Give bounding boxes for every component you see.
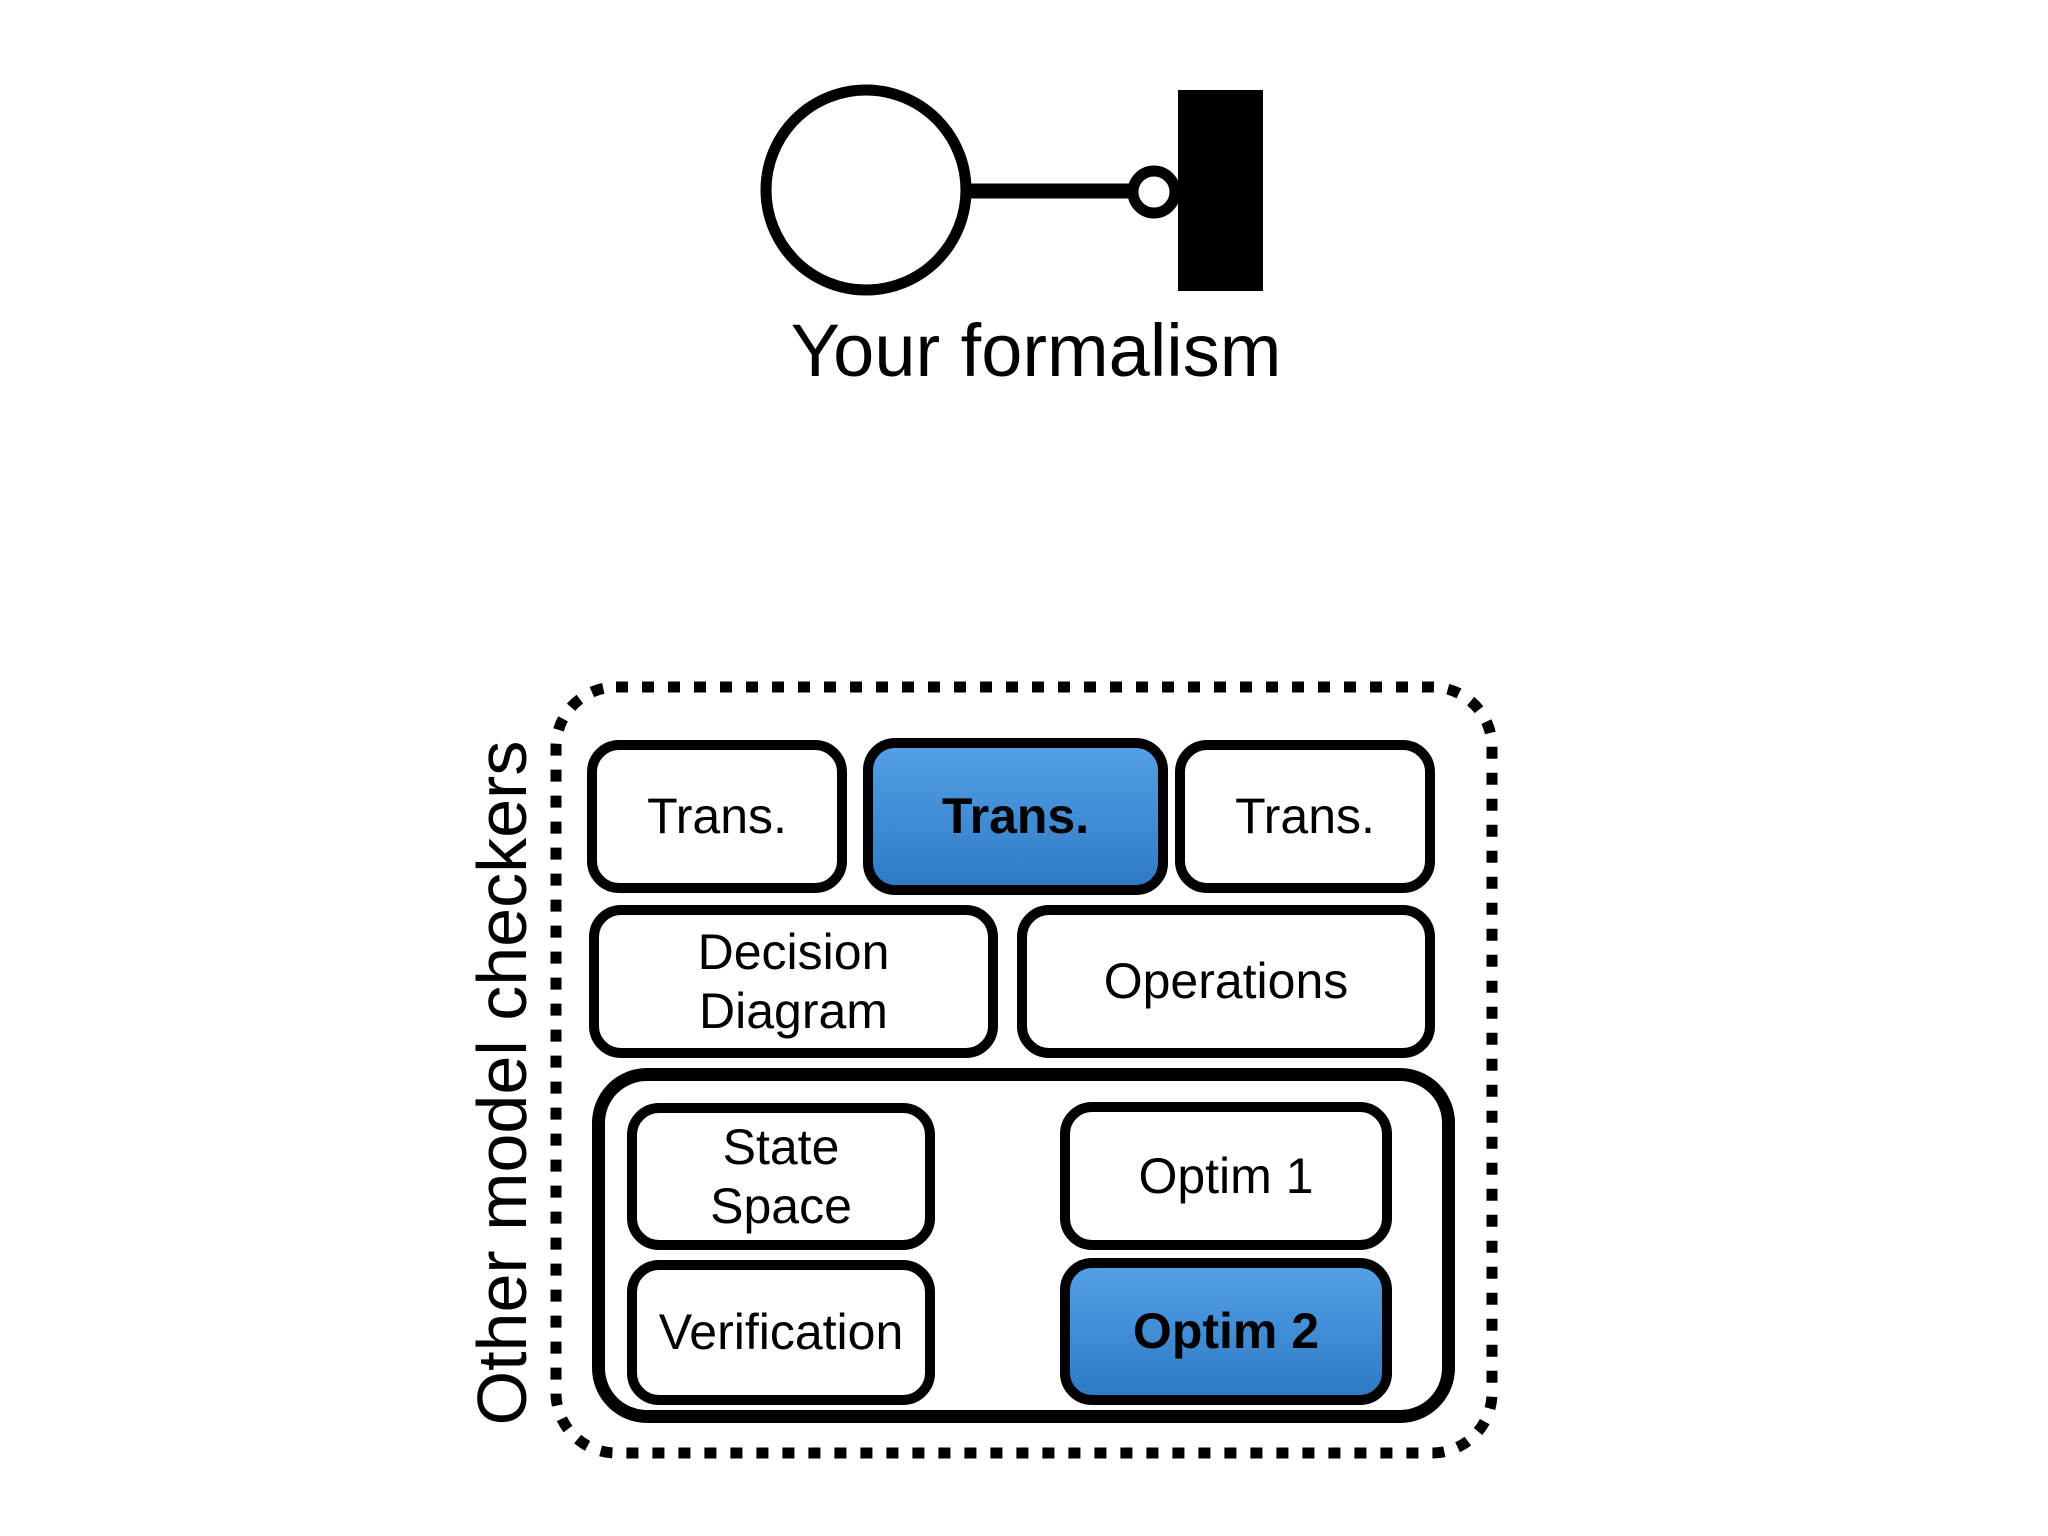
formalism-figure [760,84,1263,296]
box-optim-1: Optim 1 [1060,1102,1392,1250]
checkers-group-label: Other model checkers [463,740,541,1426]
state-circle-icon [760,84,972,296]
box-trans-1: Trans. [587,740,847,893]
box-verification: Verification [627,1260,935,1405]
box-state-space: State Space [627,1103,935,1250]
dashed-boundary [550,681,1498,1459]
box-operations: Operations [1017,905,1435,1058]
box-trans-2-highlighted: Trans. [863,738,1168,895]
dashed-border-icon [550,681,1498,1459]
box-optim-2-highlighted: Optim 2 [1060,1258,1392,1405]
component-bar-icon [1178,90,1263,291]
formalism-label: Your formalism [790,309,1282,392]
box-trans-3: Trans. [1175,740,1435,893]
socket-icon [1127,165,1181,219]
box-decision-diagram: Decision Diagram [589,905,998,1058]
